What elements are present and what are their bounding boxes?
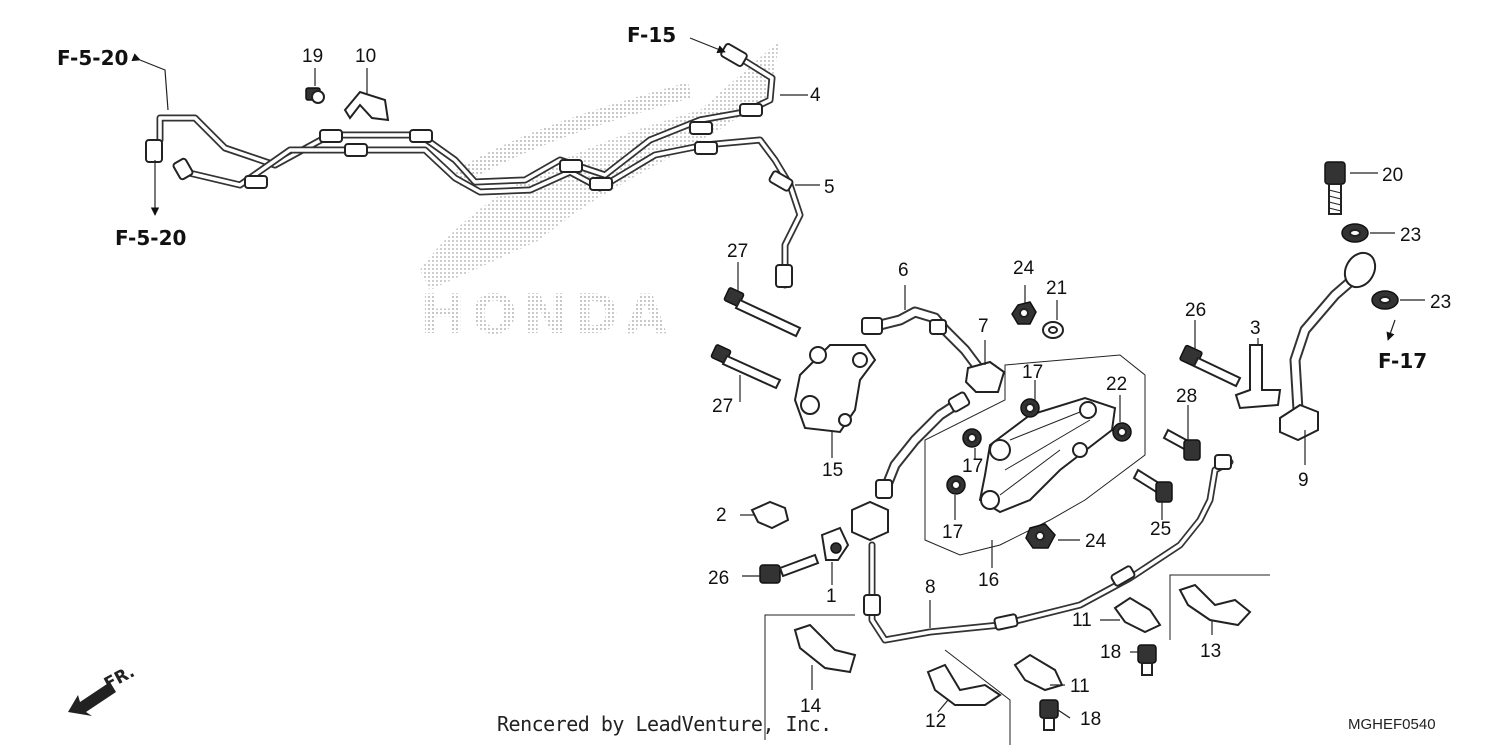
pipe-grommet <box>409 129 433 143</box>
callout-26-left: 26 <box>708 568 729 589</box>
callout-21: 21 <box>1046 278 1067 299</box>
callout-15: 15 <box>822 460 843 481</box>
callout-12: 12 <box>925 711 946 732</box>
diagram-code: MGHEF0540 <box>1348 716 1436 733</box>
clip-14 <box>793 623 857 674</box>
lower-hose <box>875 391 971 499</box>
bolt-18-lower <box>1039 699 1059 731</box>
callout-7: 7 <box>978 316 989 337</box>
washer-23-b <box>1371 290 1399 310</box>
clip-12 <box>926 663 1002 706</box>
washer-21 <box>1042 321 1064 339</box>
bolt-26-right <box>1179 344 1242 388</box>
callout-9: 9 <box>1298 470 1309 491</box>
bolt-18-upper <box>1137 644 1157 676</box>
callout-17-b: 17 <box>962 456 983 477</box>
pipe-flare-nut <box>145 139 163 163</box>
callout-20: 20 <box>1382 165 1403 186</box>
front-direction-indicator: FR. <box>68 662 138 716</box>
bolt-20 <box>1324 161 1346 215</box>
bracket-3 <box>1234 344 1282 410</box>
callout-26-right: 26 <box>1185 300 1206 321</box>
watermark-text: HONDA <box>420 283 673 346</box>
callout-14: 14 <box>800 696 822 717</box>
callout-23-b: 23 <box>1430 292 1451 313</box>
pipe-grommet <box>768 170 794 192</box>
bolt-27-lower <box>710 344 782 390</box>
nut-24-top <box>1011 301 1037 325</box>
nut-17-c <box>946 475 966 495</box>
bolt-25 <box>1132 468 1173 503</box>
callout-16: 16 <box>978 570 999 591</box>
callout-22: 22 <box>1106 374 1127 395</box>
pipe-grommet <box>739 103 763 117</box>
upper-brake-pipes <box>145 43 804 289</box>
callout-2: 2 <box>716 505 727 526</box>
callout-17-c: 17 <box>942 522 963 543</box>
callout-24-bottom: 24 <box>1085 531 1107 552</box>
clip-11-upper <box>1113 596 1162 634</box>
bolt-26-left <box>759 553 820 584</box>
clamp-10 <box>343 90 390 122</box>
pipe-flare-nut <box>775 264 793 288</box>
callout-13: 13 <box>1200 641 1221 662</box>
callout-8: 8 <box>925 577 936 598</box>
pipe-flare-nut <box>172 157 194 181</box>
joint-block-15 <box>793 344 877 434</box>
callout-3: 3 <box>1250 318 1261 339</box>
ref-f-5-20-top: F-5-20 <box>57 46 128 70</box>
callout-25: 25 <box>1150 519 1171 540</box>
rendered-by-footer: Rencered by LeadVenture, Inc. <box>497 712 832 736</box>
callout-11-upper: 11 <box>1072 610 1092 631</box>
bracket-16 <box>978 396 1117 514</box>
callout-1: 1 <box>826 586 837 607</box>
bolt-28 <box>1162 428 1201 461</box>
bracket-1 <box>820 526 850 561</box>
pipe-flare-nut <box>720 43 748 67</box>
callout-18-upper: 18 <box>1100 642 1121 663</box>
callout-11-lower: 11 <box>1070 676 1090 697</box>
hose-6 <box>861 306 986 376</box>
ref-f-15: F-15 <box>627 23 676 47</box>
callout-4: 4 <box>810 85 821 106</box>
callout-19: 19 <box>302 46 323 67</box>
callout-24-top: 24 <box>1013 258 1035 279</box>
callout-27-lower: 27 <box>712 396 733 417</box>
callout-17-a: 17 <box>1022 362 1043 383</box>
pipe-grommet <box>589 177 613 191</box>
callout-23-a: 23 <box>1400 225 1421 246</box>
leader-lines <box>131 37 1425 719</box>
hose-9 <box>1279 251 1377 442</box>
nut-17-a <box>1020 398 1040 418</box>
ref-f-5-20-bottom: F-5-20 <box>115 226 186 250</box>
nut-17-b <box>962 428 982 448</box>
pipe-grommet <box>319 129 343 143</box>
callout-28: 28 <box>1176 386 1197 407</box>
callout-27-upper: 27 <box>727 241 748 262</box>
callout-10: 10 <box>355 46 376 67</box>
clip-2 <box>750 500 790 530</box>
pipe-grommet <box>244 175 268 189</box>
clip-13 <box>1178 583 1252 627</box>
joint-1-block <box>851 500 889 542</box>
pipe-grommet <box>689 121 713 135</box>
joint-7 <box>964 360 1006 393</box>
bolt-19 <box>305 87 325 104</box>
pipe-8 <box>863 454 1234 644</box>
washer-23-a <box>1341 223 1369 243</box>
callout-6: 6 <box>898 260 909 281</box>
nut-22 <box>1112 422 1132 442</box>
bolt-27-upper <box>723 287 802 338</box>
nut-24-bottom <box>1025 523 1056 549</box>
pipe-grommet <box>694 141 718 155</box>
callout-5: 5 <box>824 177 835 198</box>
pipe-grommet <box>559 159 583 173</box>
ref-f-17: F-17 <box>1378 349 1427 373</box>
callout-18-lower: 18 <box>1080 709 1101 730</box>
pipe-grommet <box>344 143 368 157</box>
honda-watermark: HONDA <box>420 40 780 346</box>
